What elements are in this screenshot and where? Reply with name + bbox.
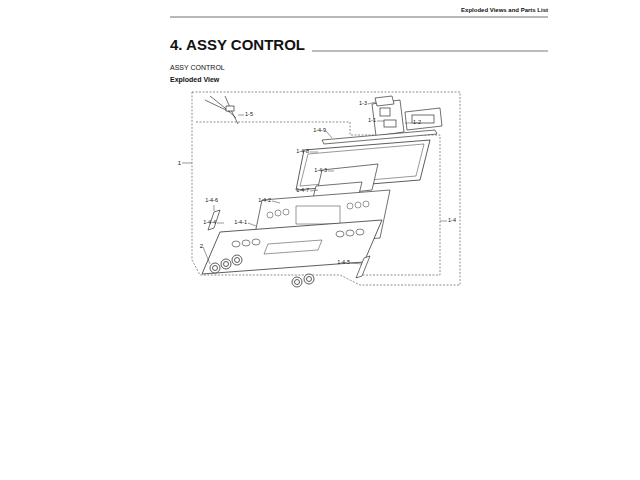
callout-number: 1-3 [359,101,367,107]
panel-window [264,240,322,254]
callout-number: 1-5 [245,112,253,118]
side-bracket [356,256,370,278]
title-rule [312,51,548,52]
assembly-boundary [192,92,460,285]
knobs [210,255,314,287]
page-header: Exploded Views and Parts List [461,7,548,13]
header-rule [170,17,548,18]
panel-knob-seats [232,229,364,247]
switch-holes [267,201,369,224]
front-panel [202,220,382,274]
callout-number: 1-4-9 [313,128,326,134]
subtitle: ASSY CONTROL [170,64,225,71]
view-heading: Exploded View [170,76,219,83]
callout-number: 1 [178,160,181,166]
callout-number: 1-4-1 [234,220,247,226]
callout-number: 1-4-6 [205,198,218,204]
leader-lines [182,102,447,264]
sub-assembly-boundary [196,122,440,275]
wire-harness [205,96,238,124]
callout-number: 2 [200,243,203,249]
callout-number: 1-4-4 [203,220,216,226]
callout-number: 1-1 [368,118,376,124]
callout-number: 1-2 [413,120,421,126]
callout-number: 1-4-7 [296,188,309,194]
callout-number: 1-4-2 [258,198,271,204]
section-title: 4. ASSY CONTROL [170,37,305,52]
callout-number: 1-4 [448,218,456,224]
callout-number: 1-4-5 [337,260,350,266]
callout-number: 1-4-8 [296,149,309,155]
callout-number: 1-4-3 [314,168,327,174]
trim-bar [322,130,437,144]
